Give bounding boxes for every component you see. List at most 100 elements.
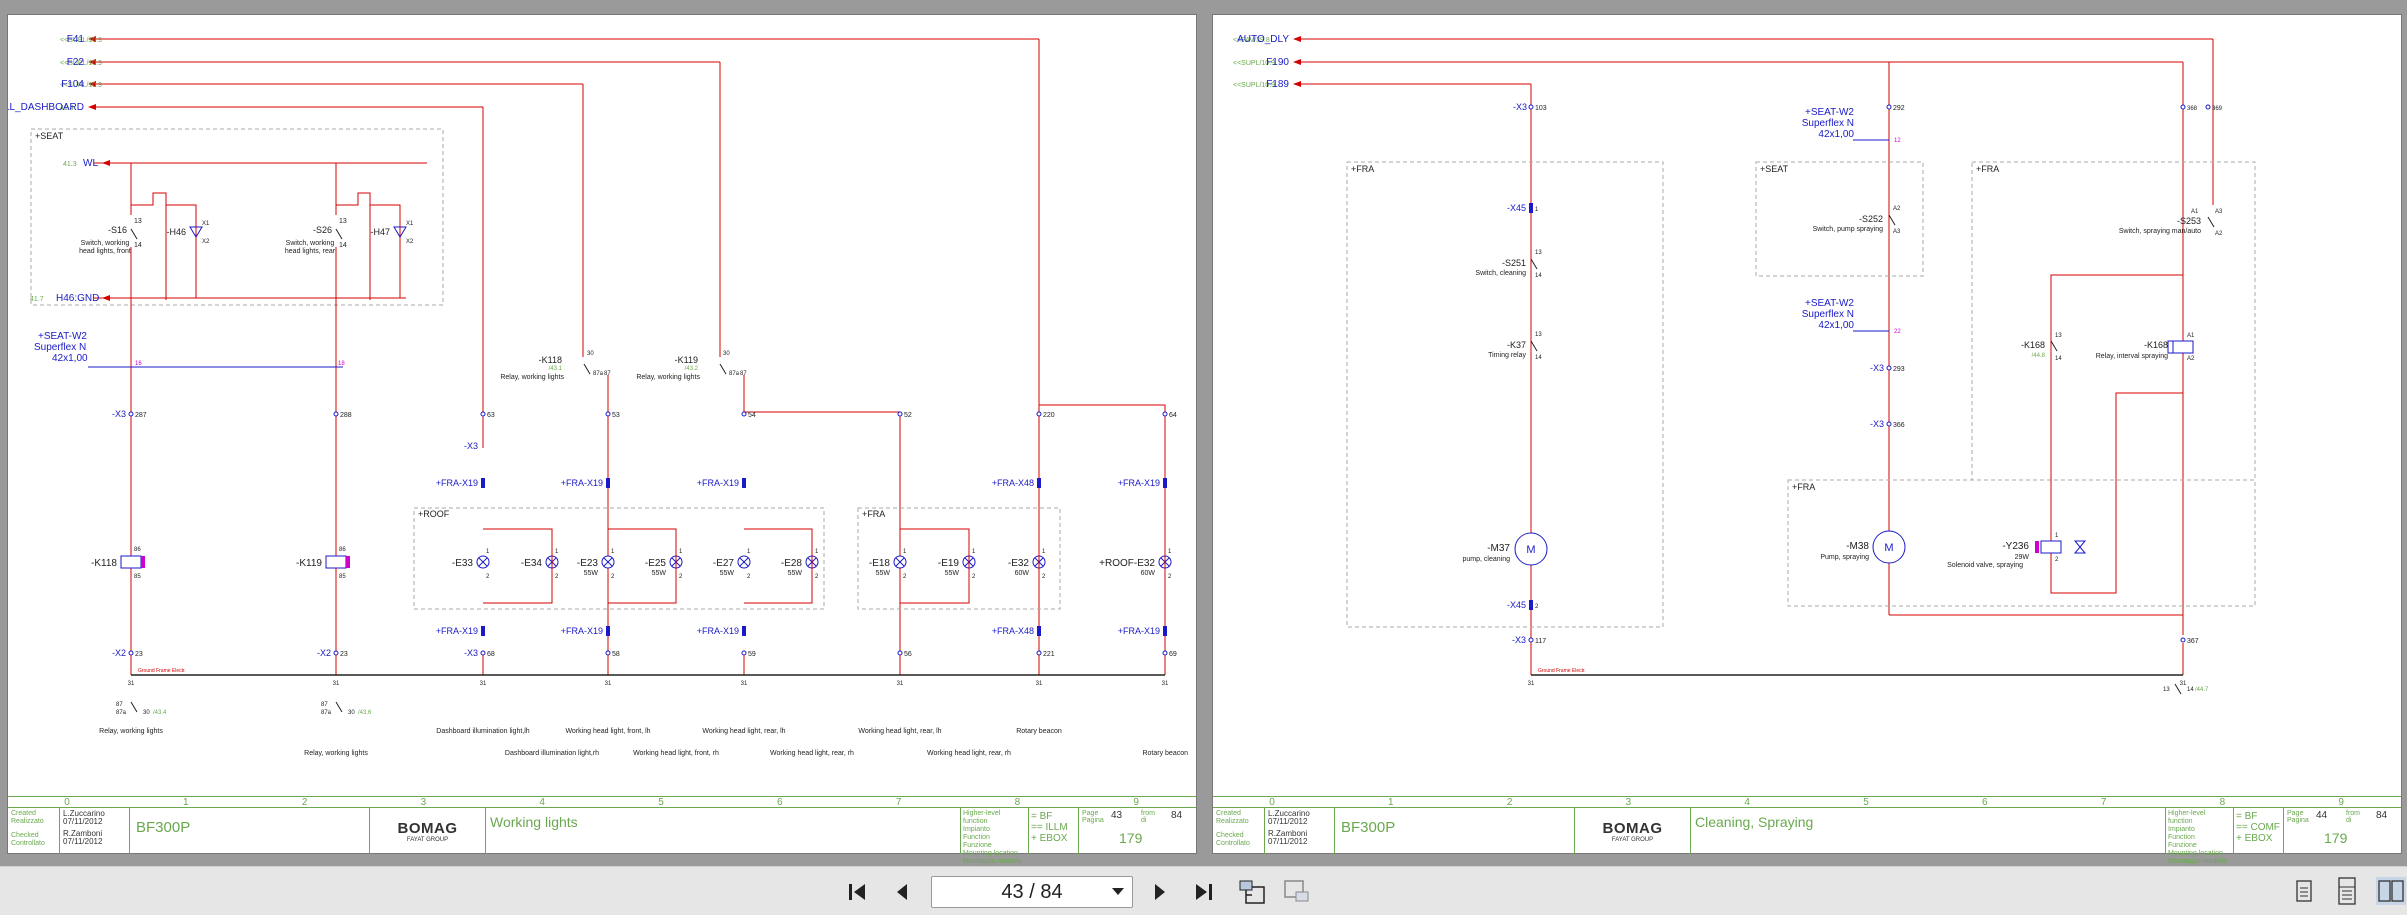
column-number: 9 <box>2338 797 2344 808</box>
circuit-desc: Rotary beacon <box>1142 750 1188 757</box>
terminal-num: X2 <box>202 239 210 245</box>
forward-view-button[interactable] <box>1281 879 1313 905</box>
column-number: 6 <box>777 797 783 808</box>
valve-id: -Y236 <box>2002 541 2029 552</box>
lamp-watt: 55W <box>652 570 667 577</box>
fra-connector-label: +FRA-X19 <box>697 478 739 488</box>
ground-num: 31 <box>897 681 904 687</box>
signal-arrow-icon <box>1293 81 1301 87</box>
harness-label: +SEAT-W2 <box>38 331 87 342</box>
two-page-view-button[interactable] <box>2376 877 2406 905</box>
terminal-num: 87 <box>740 371 747 377</box>
company-logo: BOMAG FAYAT GROUP <box>370 808 486 854</box>
contact-ref: 87a <box>321 710 332 716</box>
column-number: 8 <box>2219 797 2226 808</box>
lamp-feed <box>370 204 401 298</box>
terminal-num: 1 <box>555 549 559 555</box>
signal-name: AUTO_DLY <box>1237 34 1289 45</box>
page-selector[interactable]: 43 / 84 <box>931 876 1133 908</box>
lamp-cross <box>478 557 488 567</box>
switch-desc: Switch, working <box>81 240 130 247</box>
terminal-num: 368 <box>2187 106 2198 112</box>
terminal-num: 59 <box>748 651 756 658</box>
relay-desc: Timing relay <box>1488 352 1526 359</box>
previous-page-button[interactable] <box>889 879 915 905</box>
fra-connector-pin <box>606 478 610 488</box>
relay-contact <box>2050 340 2058 352</box>
chevron-down-icon <box>1112 888 1124 895</box>
ground-num: 31 <box>741 681 748 687</box>
back-view-button[interactable] <box>1236 879 1268 905</box>
signal-ref: <<PAV/39.8 <box>1233 37 1270 44</box>
solenoid-diode <box>2035 541 2039 553</box>
switch-contact <box>335 228 343 240</box>
next-page-button[interactable] <box>1147 879 1173 905</box>
signal-name: F41 <box>67 34 85 45</box>
continuous-view-button[interactable] <box>2334 877 2360 905</box>
terminal-num: 1 <box>972 549 976 555</box>
motor-id: -M37 <box>1487 543 1510 554</box>
terminal-num: 13 <box>1535 332 1542 338</box>
column-number: 9 <box>1133 797 1139 808</box>
contact-ref: 87a <box>116 710 127 716</box>
relay-ref: /44.8 <box>2032 353 2046 359</box>
company-logo: BOMAG FAYAT GROUP <box>1575 808 1691 854</box>
fra-connector-pin <box>481 626 485 636</box>
motor-symbol: M <box>1526 544 1535 556</box>
bottom-terminal <box>1036 650 1042 656</box>
wl-ref: 41.3 <box>63 161 77 168</box>
switch-contact <box>1530 258 1538 270</box>
motor-symbol: M <box>1884 542 1893 554</box>
column-number: 5 <box>658 797 664 808</box>
fra-box-3 <box>1787 479 2256 607</box>
lamp-cross <box>895 557 905 567</box>
lamp-cross <box>603 557 613 567</box>
first-page-button[interactable] <box>845 879 871 905</box>
terminal-num: 85 <box>134 574 141 580</box>
motor-desc: Pump, spraying <box>1820 554 1869 561</box>
terminal-num: 369 <box>2212 106 2223 112</box>
contact-mini <box>130 701 138 713</box>
harness-label: Superflex N <box>1802 118 1854 129</box>
lamp-id: -E19 <box>938 558 960 569</box>
signal-arrow-icon <box>1293 59 1301 65</box>
lamp-feed <box>131 192 167 300</box>
single-page-view-button[interactable] <box>2291 877 2317 905</box>
ground-num: 31 <box>1162 681 1169 687</box>
signal-ref: <<SUPL/10.9 <box>60 82 102 89</box>
lamp-feed <box>336 192 371 300</box>
last-page-button[interactable] <box>1190 879 1216 905</box>
terminal-num: 2 <box>555 574 559 580</box>
tb-codes: = BF == COMF + EBOX <box>2234 808 2284 854</box>
terminal-num: 87 <box>604 371 611 377</box>
terminal-num: 13 <box>1535 250 1542 256</box>
lamp-icon <box>476 555 490 569</box>
x3-label: -X3 <box>1870 419 1884 429</box>
terminal-num: 13 <box>2055 333 2062 339</box>
viewer-toolbar: 43 / 84 <box>0 866 2407 915</box>
relay-id: -K168 <box>2021 340 2045 350</box>
terminal-num: 292 <box>1893 105 1905 112</box>
ground-num: 31 <box>2180 681 2187 687</box>
column-number: 7 <box>2100 797 2107 808</box>
harness-label: Superflex N <box>34 342 86 353</box>
lamp-id: -H47 <box>370 227 390 237</box>
tb-page-info: Page Pagina 43 from di 84 179 <box>1082 810 1183 846</box>
relay-desc: Relay, working lights <box>500 374 564 381</box>
relay-id: -K118 <box>539 355 562 365</box>
x3-terminal <box>1886 365 1892 371</box>
terminal-num: 1 <box>815 549 819 555</box>
wire <box>744 411 901 653</box>
timing-relay-contact <box>1530 340 1538 352</box>
signal-ref: <<SUPL/10.9 <box>60 37 102 44</box>
relay-id: -K37 <box>1507 340 1526 350</box>
lamp-bridge <box>744 528 813 604</box>
harness-label: +SEAT-W2 <box>1805 107 1854 118</box>
circuit-desc: Working head light, front, lh <box>565 728 650 735</box>
harness-pin: 12 <box>1894 138 1901 144</box>
circuit-desc: Dashboard illumination light,rh <box>505 750 599 757</box>
x3-label: -X3 <box>1870 363 1884 373</box>
